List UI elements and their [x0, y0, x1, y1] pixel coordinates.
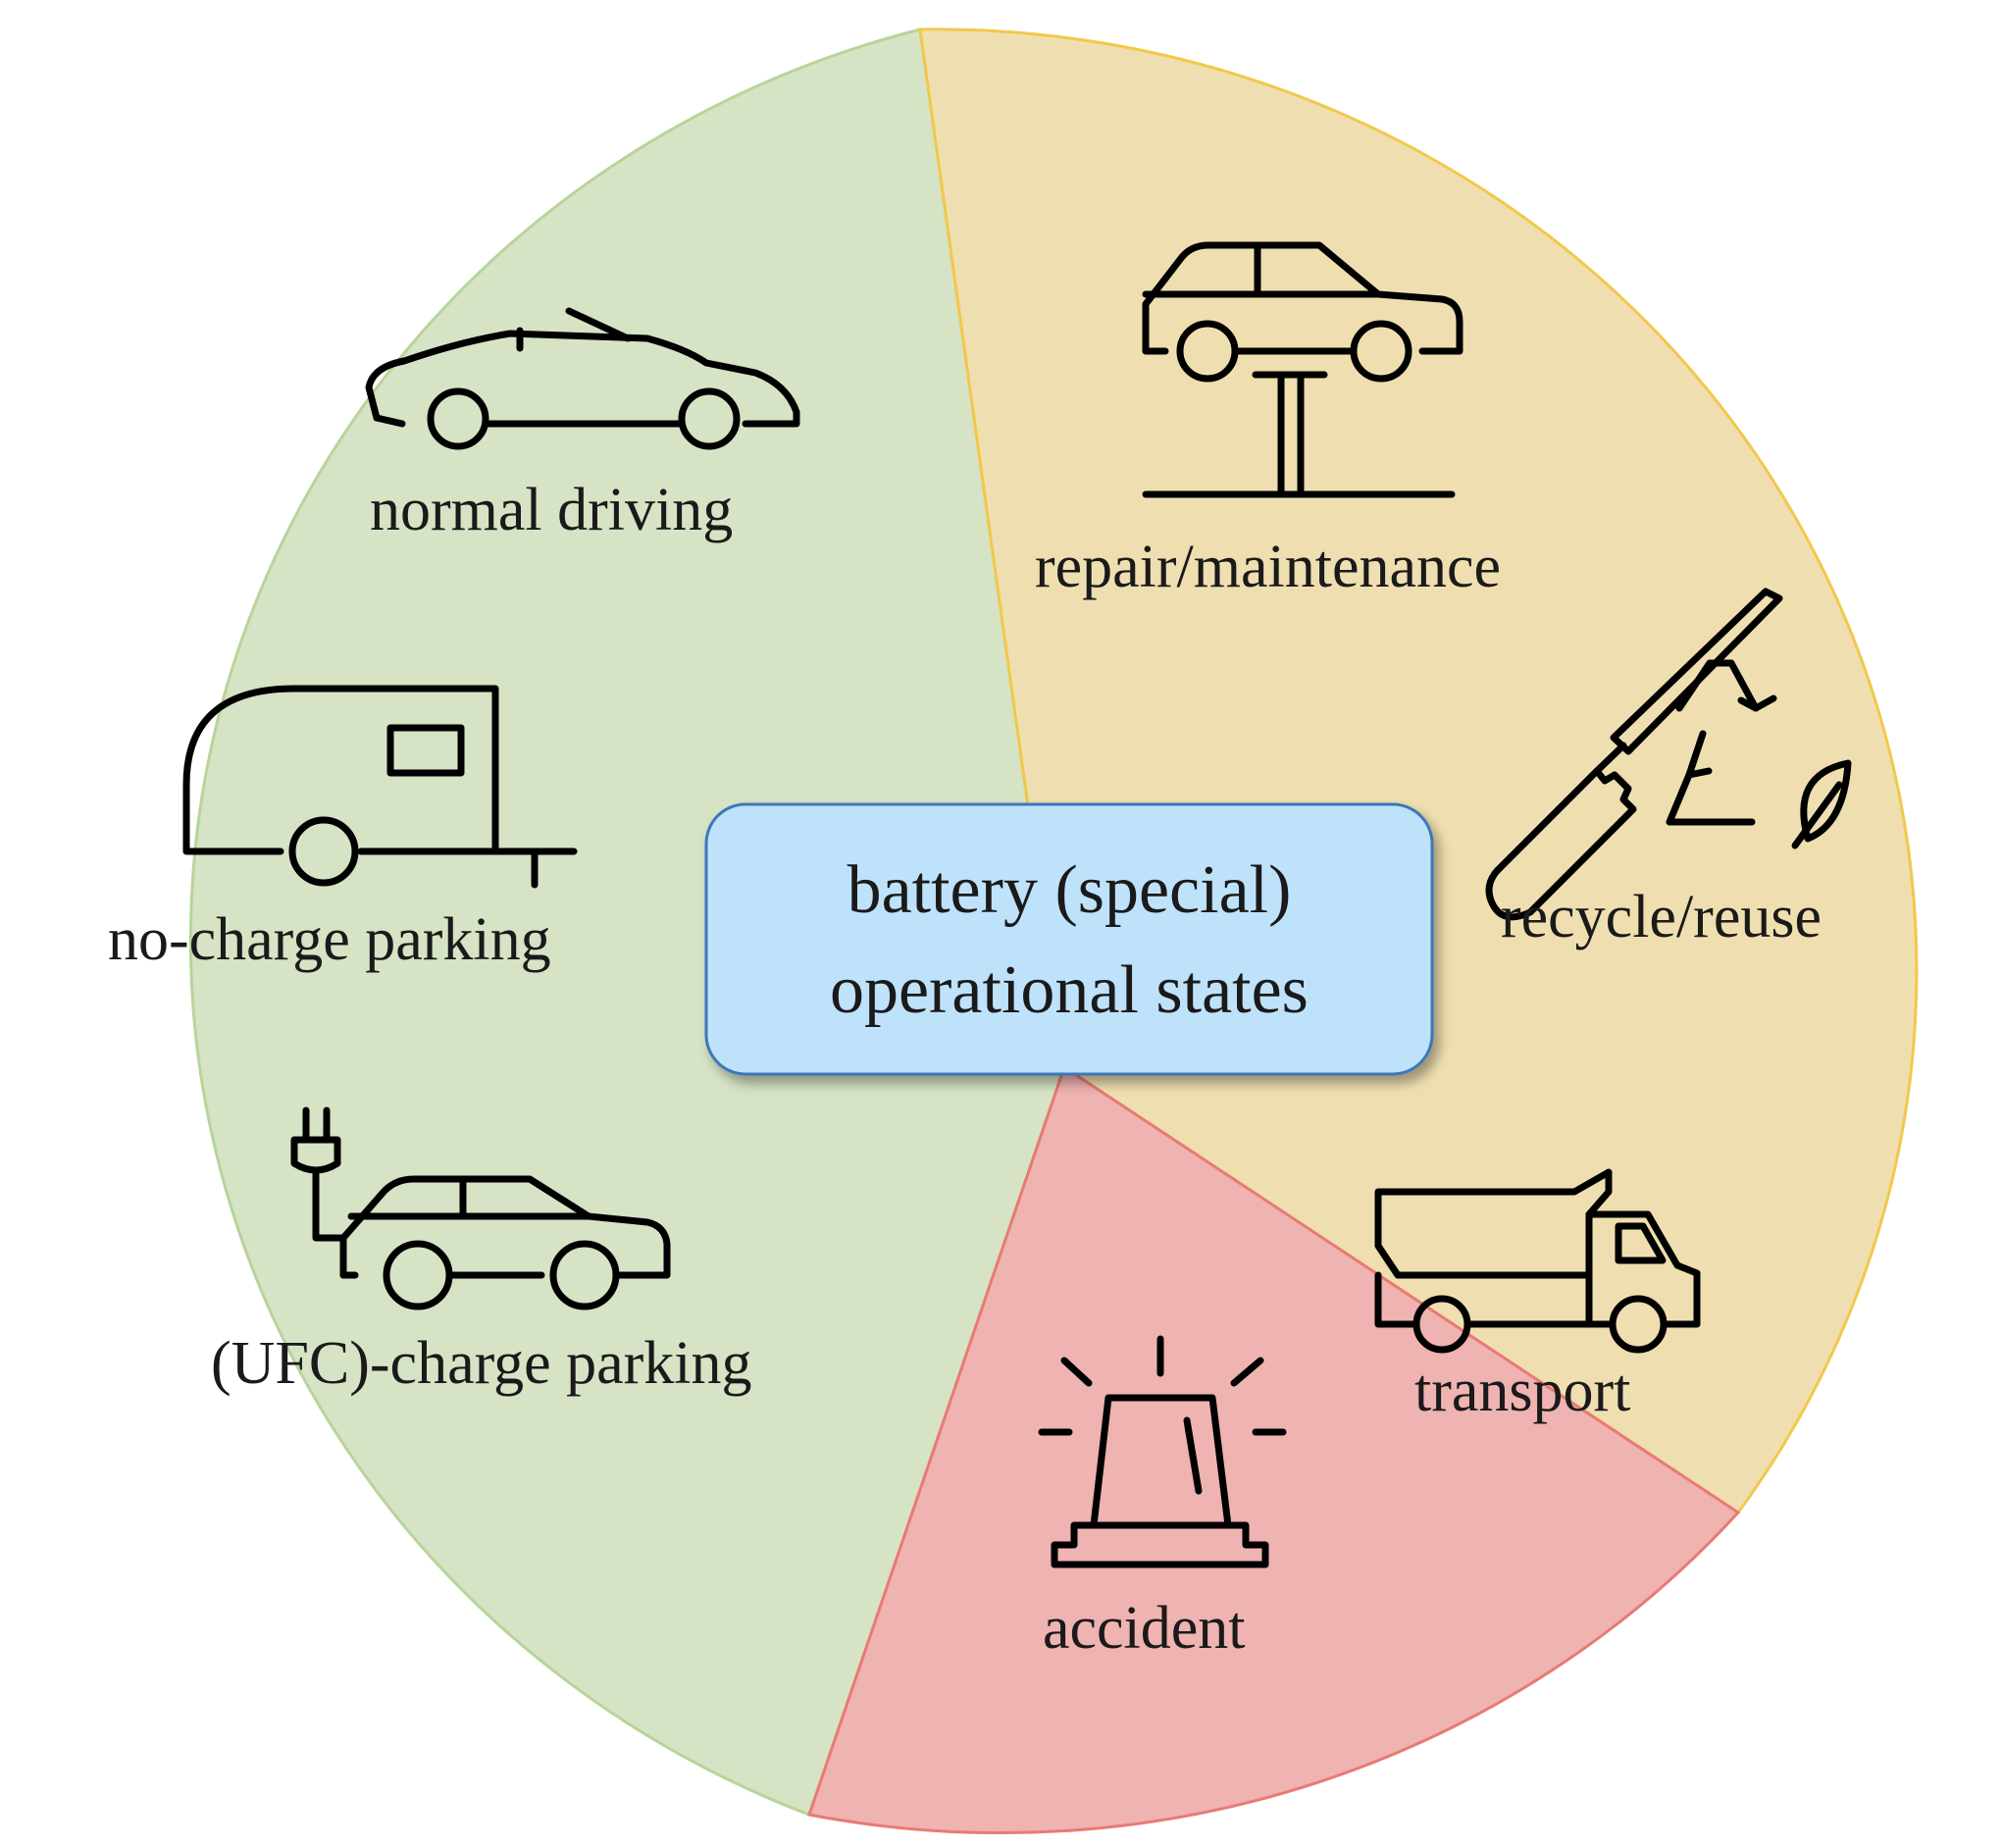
- state-label-transport: transport: [1414, 1358, 1630, 1424]
- state-label-accident: accident: [1043, 1595, 1246, 1662]
- center-box-background: [704, 802, 1434, 1076]
- dump-truck-icon: [1374, 1168, 1701, 1354]
- sector-green: [188, 27, 1066, 1817]
- state-label-ufc-charge-parking: (UFC)-charge parking: [211, 1330, 752, 1397]
- siren-alarm-icon: [1038, 1335, 1287, 1568]
- sector-red: [807, 1064, 1741, 1834]
- center-label-line2: operational states: [830, 952, 1309, 1028]
- screwdriver-recycle-icon: [1485, 588, 1852, 921]
- convertible-car-icon: [365, 307, 800, 450]
- center-box: battery (special) operational states: [704, 802, 1434, 1076]
- sector-yellow: [918, 27, 1919, 1515]
- ev-charging-car-icon: [290, 1106, 671, 1310]
- pie-sectors: [188, 27, 1919, 1834]
- state-label-recycle-reuse: recycle/reuse: [1501, 884, 1822, 950]
- caravan-trailer-icon: [182, 685, 578, 889]
- center-label-line1: battery (special): [847, 852, 1292, 928]
- state-label-repair-maintenance: repair/maintenance: [1035, 534, 1501, 600]
- state-label-normal-driving: normal driving: [370, 477, 733, 543]
- car-lift-icon: [1142, 241, 1463, 498]
- state-label-no-charge-parking: no-charge parking: [108, 906, 551, 973]
